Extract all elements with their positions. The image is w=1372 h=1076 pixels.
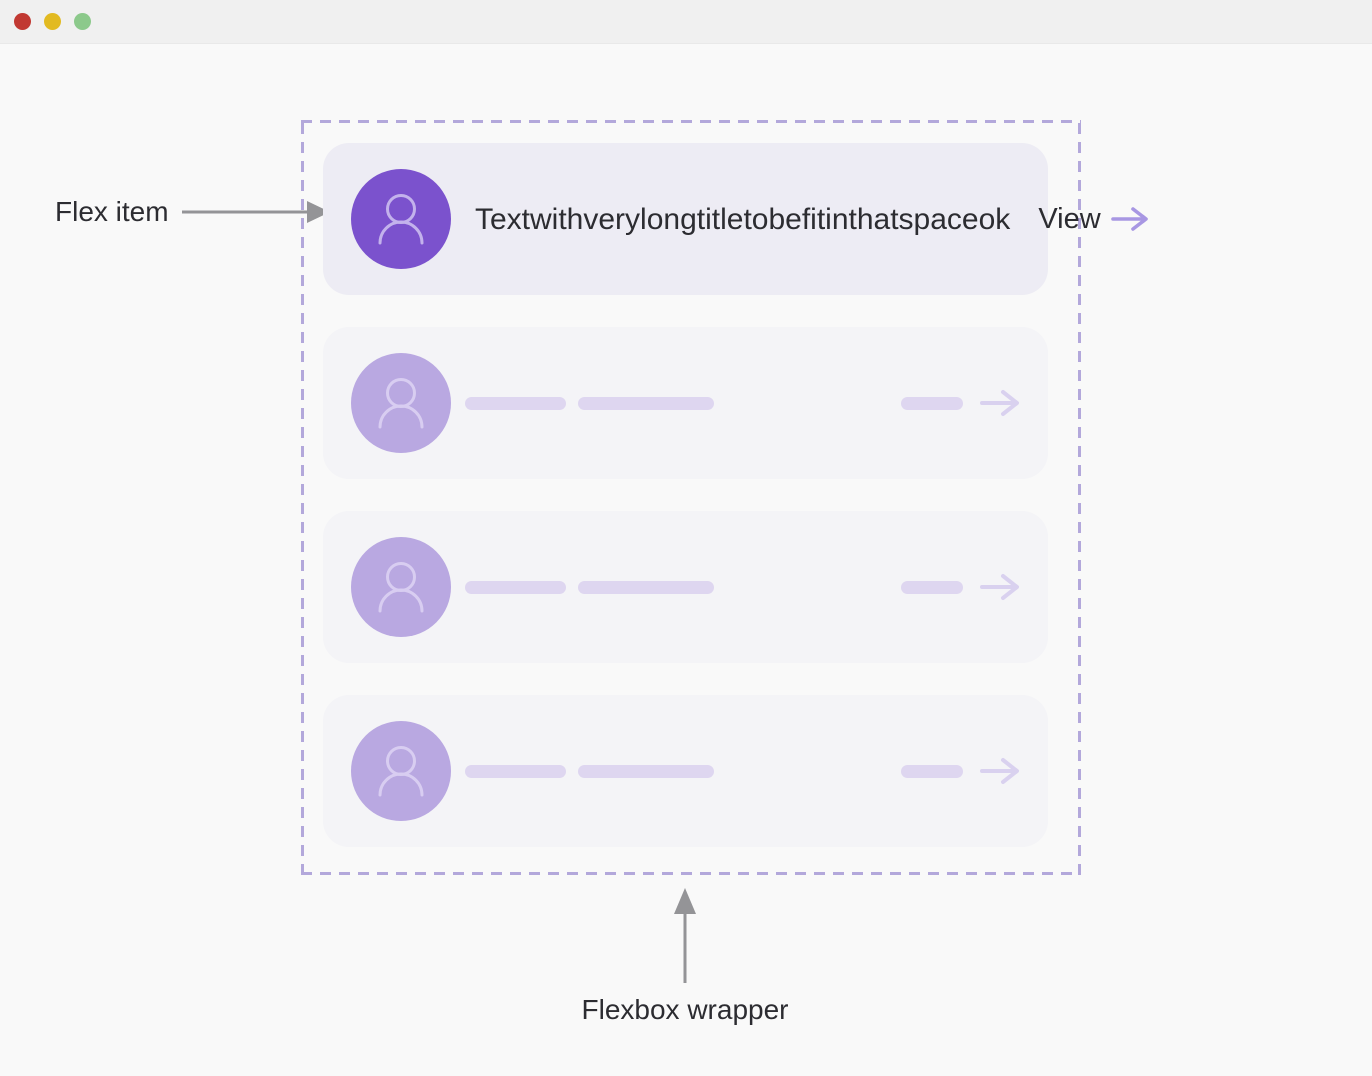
placeholder-bar xyxy=(465,764,566,778)
avatar xyxy=(351,169,451,269)
view-link-label: View xyxy=(1038,202,1101,235)
zoom-window-button[interactable] xyxy=(74,13,91,30)
flexbox-wrapper-annotation-label: Flexbox wrapper xyxy=(581,994,789,1025)
placeholder-bar xyxy=(578,396,714,410)
close-window-button[interactable] xyxy=(14,13,31,30)
placeholder-bar xyxy=(578,764,714,778)
flex-item-annotation-arrow-icon xyxy=(181,201,330,223)
avatar xyxy=(351,537,451,637)
view-link[interactable]: View xyxy=(1038,203,1148,236)
user-icon xyxy=(378,194,424,245)
avatar xyxy=(351,353,451,453)
flex-item-annotation: Flex item xyxy=(55,196,331,228)
user-icon xyxy=(378,378,424,429)
minimize-window-button[interactable] xyxy=(44,13,61,30)
list-item-skeleton[interactable] xyxy=(323,511,1048,663)
list-item-skeleton[interactable] xyxy=(323,695,1048,847)
arrow-right-icon xyxy=(1110,207,1148,231)
list-item-title: Textwithverylongtitletobefitinthatspaceo… xyxy=(475,202,1011,236)
flex-item-annotation-label: Flex item xyxy=(55,196,169,227)
list-item-highlighted[interactable]: Textwithverylongtitletobefitinthatspaceo… xyxy=(323,143,1148,295)
canvas: Flex item Textwithverylongtitletobefitin… xyxy=(0,44,1372,1075)
user-icon xyxy=(378,746,424,797)
flexbox-wrapper-annotation-arrow-icon xyxy=(674,888,696,983)
placeholder-bar xyxy=(901,580,963,594)
placeholder-bar xyxy=(578,580,714,594)
arrow-right-icon[interactable] xyxy=(980,387,1020,419)
list-item-skeleton[interactable] xyxy=(323,327,1048,479)
placeholder-bar xyxy=(901,764,963,778)
arrow-right-icon[interactable] xyxy=(980,571,1020,603)
user-icon xyxy=(378,562,424,613)
placeholder-bar xyxy=(901,396,963,410)
arrow-right-icon[interactable] xyxy=(980,755,1020,787)
flexbox-wrapper: Textwithverylongtitletobefitinthatspaceo… xyxy=(301,120,1148,875)
placeholder-bar xyxy=(465,580,566,594)
avatar xyxy=(351,721,451,821)
placeholder-bar xyxy=(465,396,566,410)
window-titlebar xyxy=(0,0,1372,44)
